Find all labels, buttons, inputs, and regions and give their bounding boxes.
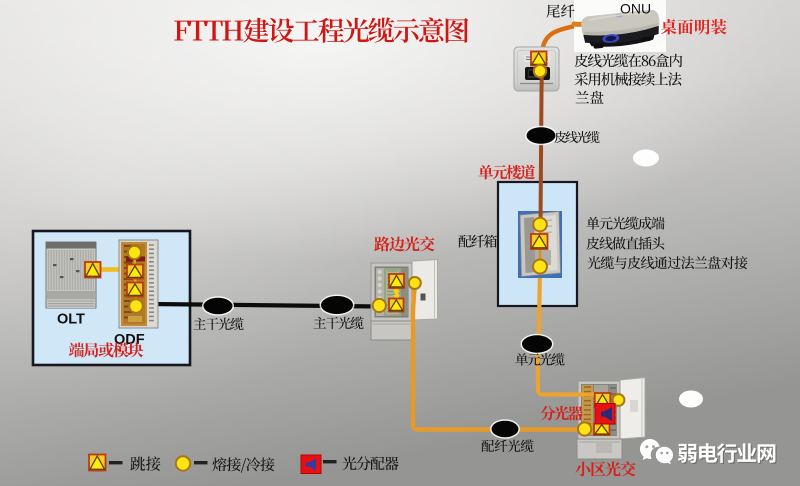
svg-text:OLT: OLT — [57, 312, 85, 328]
svg-text:ONU: ONU — [620, 1, 651, 17]
